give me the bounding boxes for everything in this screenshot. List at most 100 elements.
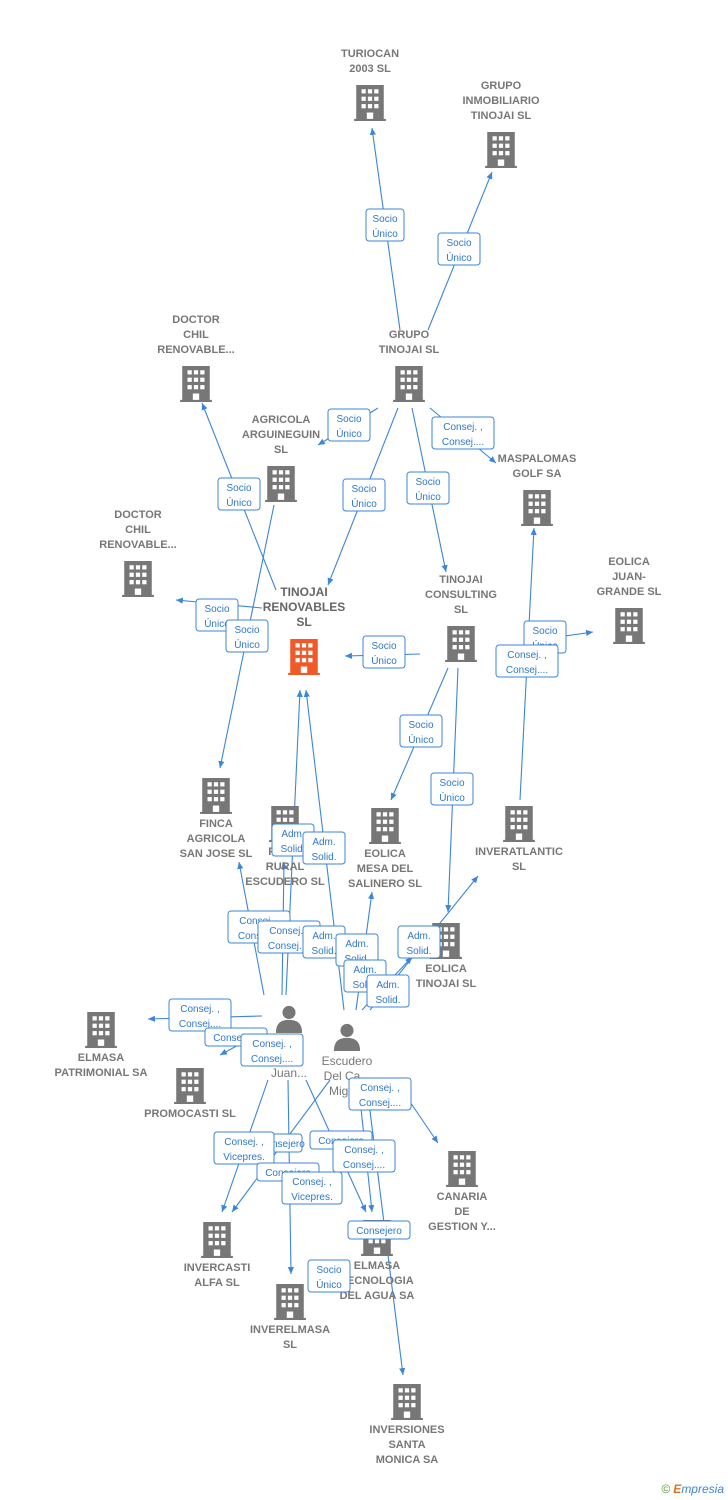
relation-label-r35[interactable]: Consejero <box>347 1220 411 1240</box>
person-label-line: Escudero <box>322 1054 373 1068</box>
company-label-line: TINOJAI SL <box>379 344 440 356</box>
company-label-line: JUAN- <box>612 571 646 583</box>
relation-label-r17[interactable]: Adm.Solid. <box>302 831 346 865</box>
relation-text-line: Solid. <box>352 980 377 991</box>
relation-text-line: Único <box>226 496 252 509</box>
brand-initial: E <box>673 1482 682 1496</box>
company-label-line: CANARIA <box>437 1191 488 1203</box>
company-label-line: INVERELMASA <box>250 1324 330 1336</box>
company-label-line: INMOBILIARIO <box>463 95 540 107</box>
building-icon <box>174 1068 206 1104</box>
company-label-line: INVERSIONES <box>369 1424 444 1436</box>
relation-box <box>366 974 410 1008</box>
relation-label-r34[interactable]: Consej. ,Vicepres. <box>281 1171 343 1205</box>
relation-label-r13[interactable]: Consej. ,Consej.... <box>495 644 559 678</box>
relation-text-line: Consejero <box>213 1033 259 1044</box>
building-icon <box>180 366 212 402</box>
relation-label-r31[interactable]: Consej. ,Vicepres. <box>213 1131 275 1165</box>
empresia-brand[interactable]: ©Empresia <box>661 1482 724 1496</box>
company-node-doctor-chil-1[interactable]: DOCTORCHILRENOVABLE... <box>157 314 235 402</box>
relation-label-r28[interactable]: Consej. ,Consej.... <box>348 1077 412 1111</box>
company-label-line: ELMASA <box>354 1260 401 1272</box>
company-node-promocasti[interactable]: PROMOCASTI SL <box>144 1068 236 1120</box>
company-label-line: TINOJAI SL <box>471 110 532 122</box>
relation-box <box>399 714 443 748</box>
relation-label-r27[interactable]: Consej. , Consej.... <box>240 1033 304 1067</box>
relation-text-line: Consej. , <box>252 1039 291 1050</box>
relation-box <box>431 416 495 450</box>
relation-text-line: Adm. <box>281 829 304 840</box>
relation-label-r25[interactable]: Consej. , Consej.... <box>168 998 232 1032</box>
company-label-line: TECNOLOGIA <box>340 1275 413 1287</box>
relation-text-line: Consej.... <box>251 1054 293 1065</box>
relation-text-line: Consej. , <box>180 1004 219 1015</box>
relation-text-line: Único <box>204 617 230 630</box>
building-icon <box>369 808 401 844</box>
building-icon <box>485 132 517 168</box>
company-label-line: AGRICOLA <box>252 414 311 426</box>
relation-text-line: Consej.... <box>179 1019 221 1030</box>
relation-text-line: Consej.... <box>506 665 548 676</box>
relation-label-r24[interactable]: Adm.Solid. <box>366 974 410 1008</box>
relation-box <box>362 635 406 669</box>
relation-label-r4[interactable]: Consej. ,Consej.... <box>431 416 495 450</box>
company-label-line: PATRIMONIAL SA <box>55 1067 148 1079</box>
copyright-symbol: © <box>661 1482 671 1496</box>
company-label-line: TINOJAI SL <box>416 978 477 990</box>
relation-text-line: Consejero <box>356 1226 402 1237</box>
relation-text-line: Consej. , <box>269 926 308 937</box>
relation-text-line: Socio <box>372 214 397 225</box>
relation-label-r32[interactable]: Consej. ,Consej.... <box>332 1139 396 1173</box>
relation-text-line: Único <box>415 490 441 503</box>
company-label-line: EOLICA <box>364 848 406 860</box>
company-label-line: ESCUDERO SL <box>245 876 325 888</box>
relation-label-r22[interactable]: Adm.Solid. <box>397 925 441 959</box>
relation-text-line: Único <box>372 227 398 240</box>
company-label-line: 2003 SL <box>349 63 391 75</box>
relation-box <box>332 1139 396 1173</box>
relation-text-line: Único <box>371 654 397 667</box>
relation-text-line: Único <box>336 427 362 440</box>
person-icon <box>275 1005 303 1033</box>
company-label-line: RENOVABLE... <box>157 344 234 356</box>
building-icon <box>201 1222 233 1258</box>
building-icon <box>85 1012 117 1048</box>
company-label-line: RURAL <box>266 861 305 873</box>
building-icon <box>288 639 320 675</box>
company-label-line: SALINERO SL <box>348 878 422 890</box>
company-node-doctor-chil-2[interactable]: DOCTORCHILRENOVABLE... <box>99 509 177 597</box>
relation-box <box>365 208 405 242</box>
relation-text-line: Adm. <box>376 980 399 991</box>
